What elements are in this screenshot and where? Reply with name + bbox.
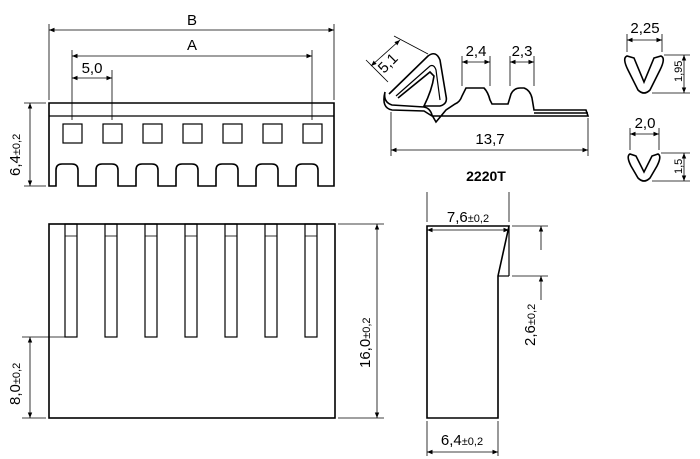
dim-225-label: 2,25 [630, 20, 659, 37]
dim-195-label: 1,95 [673, 61, 685, 82]
contact-side-view: 5,1 2,4 2,3 13,7 2220T [365, 35, 590, 184]
housing-rear-outline [48, 223, 336, 419]
pin-window-6 [262, 123, 283, 144]
dim-23-label: 2,3 [512, 43, 533, 60]
dim-80-label: 8,0±0,2 [7, 363, 24, 405]
part-number-label: 2220T [466, 168, 506, 184]
dim-26-label: 2,6±0,2 [522, 304, 539, 346]
dim-76-label: 7,6±0,2 [447, 209, 489, 226]
slot-3 [144, 223, 158, 338]
pin-window-5 [222, 123, 243, 144]
housing-side-view: 7,6±0,2 2,6±0,2 6,4±0,2 [426, 192, 548, 456]
v-profile-bottom-shape [627, 153, 661, 182]
slot-7 [304, 223, 318, 338]
v-profile-top: 2,25 1,95 [623, 20, 690, 94]
contact-tip-inner [395, 64, 441, 101]
dim-64b-label: 6,4±0,2 [441, 432, 483, 449]
slot-6 [264, 223, 278, 338]
pin-window-1 [62, 123, 83, 144]
header-front-view: B A 5,0 6,4±0,2 [7, 12, 335, 187]
pin-window-2 [102, 123, 123, 144]
dim-160-label: 16,0±0,2 [357, 317, 374, 368]
slot-4 [184, 223, 198, 338]
pin-window-4 [182, 123, 203, 144]
slot-5 [224, 223, 238, 338]
dim-pitch-label: 5,0 [82, 60, 103, 77]
pin-window-3 [142, 123, 163, 144]
housing-side-outline [426, 225, 510, 419]
slot-1 [64, 223, 78, 338]
dim-137-label: 13,7 [475, 131, 504, 148]
dim-20-label: 2,0 [635, 115, 656, 132]
contact-tip-loop [388, 52, 448, 107]
housing-rear-view: 16,0±0,2 8,0±0,2 [7, 223, 384, 419]
v-profile-bottom: 2,0 1,5 [627, 115, 690, 182]
contact-outline [383, 87, 590, 124]
dim-b-label: B [187, 12, 197, 29]
slot-2 [104, 223, 118, 338]
dim-a-label: A [187, 37, 197, 54]
dim-51-line [370, 39, 401, 67]
dim-15-label: 1,5 [673, 159, 685, 174]
dim-64-label: 6,4±0,2 [7, 134, 24, 176]
header-front-outline [48, 102, 335, 187]
v-profile-top-shape [623, 55, 665, 94]
dim-24-label: 2,4 [466, 43, 487, 60]
dim-51-ext2 [393, 35, 429, 55]
pin-window-7 [302, 123, 323, 144]
dim-51-ext1 [365, 59, 389, 83]
